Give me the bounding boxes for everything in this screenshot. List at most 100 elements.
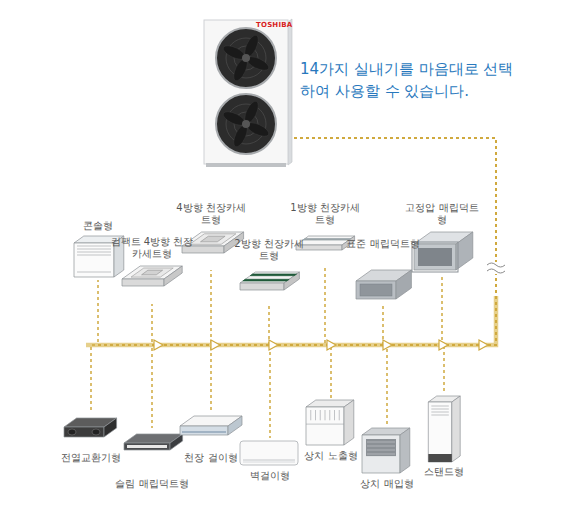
unit-detail bbox=[367, 454, 395, 455]
unit-shape bbox=[428, 402, 452, 462]
indoor-unit: 상치 노출형 bbox=[300, 398, 362, 462]
branch-joint bbox=[327, 340, 336, 350]
fan-hub bbox=[242, 120, 250, 128]
unit-label: 표준 매립덕트형 bbox=[346, 238, 420, 250]
refrigerant-pipe bbox=[152, 138, 496, 345]
unit-label: 전열교환기형 bbox=[52, 452, 130, 464]
indoor-unit: 컴팩트 4방향 천장카세트형 bbox=[116, 236, 188, 304]
unit-illustration bbox=[116, 262, 188, 304]
unit-label: 슬림 매립덕트형 bbox=[114, 478, 190, 490]
unit-label: 2방향 천장카세트형 bbox=[230, 238, 308, 262]
indoor-unit: 슬림 매립덕트형 bbox=[120, 428, 184, 490]
unit-shape bbox=[250, 274, 296, 276]
unit-shape bbox=[303, 239, 351, 241]
duct-flange bbox=[412, 242, 458, 272]
unit-label: 스탠드형 bbox=[410, 466, 478, 478]
refrigerant-pipe bbox=[91, 138, 496, 412]
unit-casing bbox=[240, 441, 298, 465]
unit-shape bbox=[122, 279, 164, 286]
unit-illustration bbox=[356, 426, 418, 476]
unit-detail bbox=[77, 272, 111, 273]
unit-shape bbox=[288, 19, 292, 165]
unit-label: 컴팩트 4방향 천장카세트형 bbox=[110, 236, 194, 260]
refrigerant-pipe bbox=[98, 138, 496, 345]
coil-block bbox=[366, 439, 396, 456]
unit-detail bbox=[315, 410, 316, 420]
unit-detail bbox=[182, 431, 226, 432]
indoor-unit: 스탠드형 bbox=[416, 394, 472, 478]
unit-shape bbox=[228, 416, 242, 435]
unit-detail bbox=[431, 415, 449, 416]
unit-detail bbox=[243, 460, 295, 461]
unit-shape bbox=[124, 443, 170, 450]
unit-illustration bbox=[58, 412, 124, 450]
duct-collar bbox=[68, 429, 76, 435]
unit-illustration bbox=[300, 398, 362, 448]
unit-label: 천장 걸이형 bbox=[170, 452, 252, 464]
unit-shape bbox=[414, 244, 456, 270]
unit-detail bbox=[334, 410, 335, 420]
refrigerant-pipe bbox=[294, 138, 496, 426]
unit-illustration bbox=[178, 228, 244, 270]
unit-base bbox=[206, 163, 286, 167]
refrigerant-pipe bbox=[294, 138, 496, 345]
unit-shape bbox=[306, 407, 344, 445]
fan-hub bbox=[242, 54, 250, 62]
unit-detail bbox=[77, 255, 111, 256]
unit-shape bbox=[104, 418, 117, 437]
unit-detail bbox=[431, 409, 449, 410]
refrigerant-pipe bbox=[211, 138, 496, 412]
refrigerant-pipe bbox=[211, 138, 496, 345]
unit-shape bbox=[344, 400, 354, 445]
unit-detail bbox=[325, 410, 326, 420]
indoor-unit: 고정압 매립덕트형 bbox=[410, 202, 474, 274]
unit-shape bbox=[131, 268, 173, 277]
unit-shape bbox=[180, 426, 228, 435]
unit-detail bbox=[431, 412, 449, 413]
header-pipe bbox=[86, 296, 496, 345]
unit-shape bbox=[400, 428, 410, 473]
heading-text: 14가지 실내기를 마음대로 선택하여 사용할 수 있습니다. bbox=[300, 58, 518, 102]
unit-detail bbox=[339, 410, 340, 420]
pipe-break-symbol bbox=[487, 269, 505, 273]
branch-joint bbox=[383, 340, 392, 350]
indoor-unit: 1방향 천장카세트형 bbox=[292, 202, 358, 266]
unit-shape bbox=[170, 434, 183, 450]
unit-detail bbox=[243, 462, 295, 463]
indoor-unit: 표준 매립덕트형 bbox=[352, 238, 414, 304]
unit-label: 콘솔형 bbox=[62, 220, 134, 232]
unit-shape bbox=[190, 234, 236, 245]
unit-shape bbox=[452, 396, 460, 462]
unit-illustration bbox=[416, 394, 472, 464]
indoor-unit: 2방향 천장카세트형 bbox=[236, 238, 302, 304]
unit-detail bbox=[367, 446, 395, 447]
unit-shape bbox=[396, 270, 411, 299]
indoor-unit: 상치 매입형 bbox=[356, 426, 418, 490]
branch-joint bbox=[211, 340, 220, 350]
indoor-unit: 전열교환기형 bbox=[58, 412, 124, 464]
duct-collar bbox=[92, 429, 100, 435]
refrigerant-pipe bbox=[294, 138, 496, 398]
duct-outlet bbox=[418, 248, 452, 266]
unit-illustration bbox=[200, 18, 294, 168]
fan-guard bbox=[216, 94, 276, 154]
unit-detail bbox=[367, 442, 395, 443]
unit-illustration bbox=[410, 228, 474, 274]
fan-grille bbox=[226, 104, 266, 144]
pipe-break-symbol bbox=[487, 263, 505, 267]
unit-illustration bbox=[352, 264, 414, 304]
unit-detail bbox=[367, 450, 395, 451]
unit-label: 1방향 천장카세트형 bbox=[286, 202, 364, 226]
unit-label: 상치 노출형 bbox=[294, 450, 368, 462]
fan-guard bbox=[216, 28, 276, 88]
unit-detail bbox=[306, 424, 344, 425]
unit-illustration bbox=[236, 438, 304, 468]
unit-base bbox=[428, 454, 452, 462]
unit-shape bbox=[362, 435, 400, 473]
unit-shape bbox=[74, 243, 114, 277]
branch-joint bbox=[154, 340, 163, 350]
indoor-unit: 콘솔형 bbox=[68, 220, 128, 280]
unit-illustration bbox=[176, 412, 246, 450]
unit-shape bbox=[296, 245, 342, 250]
unit-label: 고정압 매립덕트형 bbox=[404, 202, 480, 226]
